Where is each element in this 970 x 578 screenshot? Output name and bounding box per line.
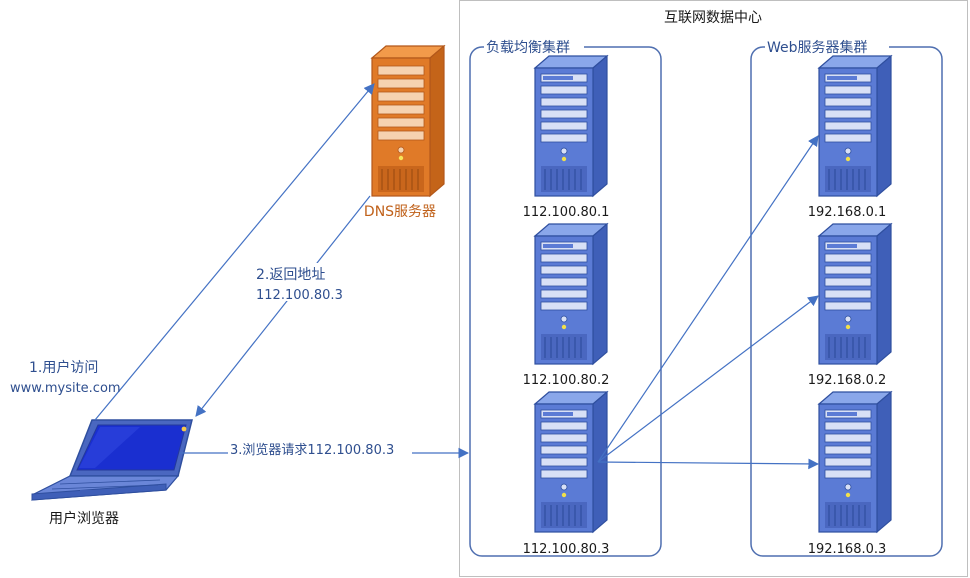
- step1-detail: www.mysite.com: [10, 381, 121, 396]
- arrow-dns-to-user: [195, 195, 371, 417]
- arrow-lb-to-web1: [597, 135, 819, 463]
- web-server-3-ip: 192.168.0.3: [808, 542, 887, 557]
- lb-server-2-ip: 112.100.80.2: [523, 373, 610, 388]
- web-cluster-title: Web服务器集群: [767, 39, 868, 56]
- lb-server-2-icon: [534, 223, 608, 365]
- step2-title: 2.返回地址: [256, 267, 325, 283]
- lb-cluster-title: 负载均衡集群: [486, 39, 570, 56]
- client-label: 用户浏览器: [49, 510, 119, 527]
- step1-title: 1.用户访问: [29, 359, 98, 376]
- step3-title: 3.浏览器请求112.100.80.3: [230, 442, 394, 458]
- web-server-1-icon: [818, 55, 892, 197]
- arrow-user-to-dns: [94, 83, 375, 421]
- dns-server-icon: [371, 45, 445, 197]
- dns-server-label: DNS服务器: [364, 204, 436, 220]
- web-server-2-ip: 192.168.0.2: [808, 373, 887, 388]
- lb-server-1-icon: [534, 55, 608, 197]
- lb-server-3-ip: 112.100.80.3: [523, 542, 610, 557]
- lb-server-3-icon: [534, 391, 608, 533]
- datacenter-boundary: [459, 0, 968, 577]
- web-server-2-icon: [818, 223, 892, 365]
- web-server-3-icon: [818, 391, 892, 533]
- arrow-lb-to-web3: [597, 458, 820, 470]
- web-server-1-ip: 192.168.0.1: [808, 205, 887, 220]
- arrow-lb-to-web2: [597, 295, 819, 463]
- laptop-icon: [31, 419, 193, 501]
- datacenter-title: 互联网数据中心: [664, 10, 762, 26]
- lb-server-1-ip: 112.100.80.1: [523, 205, 610, 220]
- step2-detail: 112.100.80.3: [256, 288, 343, 303]
